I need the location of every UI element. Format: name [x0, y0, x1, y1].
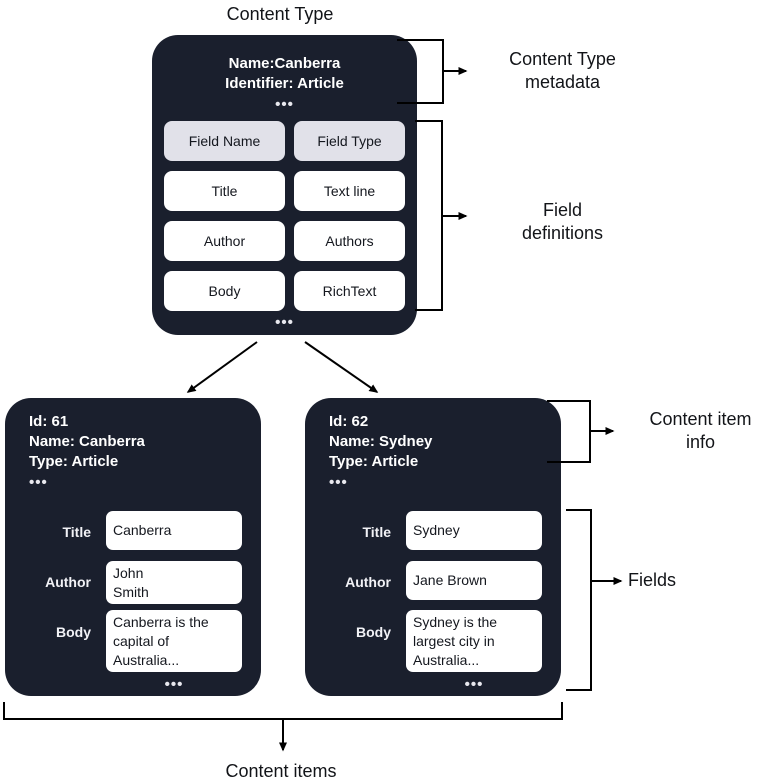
- content-type-metadata-text: Name:Canberra Identifier: Article: [225, 55, 344, 92]
- arrow-content-type-to-item-1: [304, 341, 379, 393]
- content-item-field-value-0-0: Canberra: [106, 511, 242, 550]
- annotation-field-definitions: Field definitions: [521, 200, 604, 243]
- field-definition-name-1: Author: [164, 221, 285, 261]
- content-item-card-0: Id: 61 Name: Canberra Type: Article ••• …: [5, 398, 261, 696]
- content-item-info-text-0: Id: 61 Name: Canberra Type: Article: [29, 413, 145, 470]
- bracket-content-items: [3, 702, 563, 752]
- content-item-info-ellipsis-0: •••: [29, 474, 48, 491]
- bracket-field-definitions: [415, 120, 468, 311]
- content-item-field-label-0-1: Author: [45, 574, 91, 590]
- annotation-content-item-info: Content item info: [649, 409, 752, 452]
- content-item-field-label-0-0: Title: [62, 524, 91, 540]
- field-type-column-header: Field Type: [294, 121, 405, 161]
- annotation-content-type-metadata: Content Type metadata: [509, 49, 616, 92]
- annotation-fields: Fields: [628, 570, 677, 590]
- content-item-field-value-1-2: Sydney is the largest city in Australia.…: [406, 610, 542, 672]
- content-item-bottom-ellipsis-0: •••: [164, 676, 184, 693]
- field-definition-type-2: RichText: [294, 271, 405, 311]
- page-title: Content Type: [226, 4, 334, 24]
- content-item-field-label-1-2: Body: [356, 624, 391, 640]
- content-item-card-1: Id: 62 Name: Sydney Type: Article ••• Ti…: [305, 398, 561, 696]
- field-name-column-header: Field Name: [164, 121, 285, 161]
- content-item-field-value-0-1: John Smith: [106, 561, 242, 604]
- content-item-field-label-1-1: Author: [345, 574, 391, 590]
- content-item-info-text-1: Id: 62 Name: Sydney Type: Article: [329, 413, 433, 470]
- content-item-info-ellipsis-1: •••: [329, 474, 348, 491]
- arrow-content-type-to-item-0: [186, 341, 258, 393]
- content-item-bottom-ellipsis-1: •••: [464, 676, 484, 693]
- bracket-fields: [566, 509, 623, 691]
- content-item-field-value-0-2: Canberra is the capital of Australia...: [106, 610, 242, 672]
- field-definition-type-1: Authors: [294, 221, 405, 261]
- content-type-metadata-ellipsis: •••: [275, 96, 294, 113]
- content-type-bottom-ellipsis: •••: [275, 314, 294, 331]
- bottom-label-content-items: Content items: [225, 761, 337, 781]
- content-item-field-value-1-0: Sydney: [406, 511, 542, 550]
- content-item-field-value-1-1: Jane Brown: [406, 561, 542, 600]
- field-definition-type-0: Text line: [294, 171, 405, 211]
- field-definition-name-2: Body: [164, 271, 285, 311]
- content-item-field-label-1-0: Title: [362, 524, 391, 540]
- field-definition-name-0: Title: [164, 171, 285, 211]
- content-item-field-label-0-2: Body: [56, 624, 91, 640]
- content-type-card: Name:Canberra Identifier: Article ••• Fi…: [152, 35, 417, 335]
